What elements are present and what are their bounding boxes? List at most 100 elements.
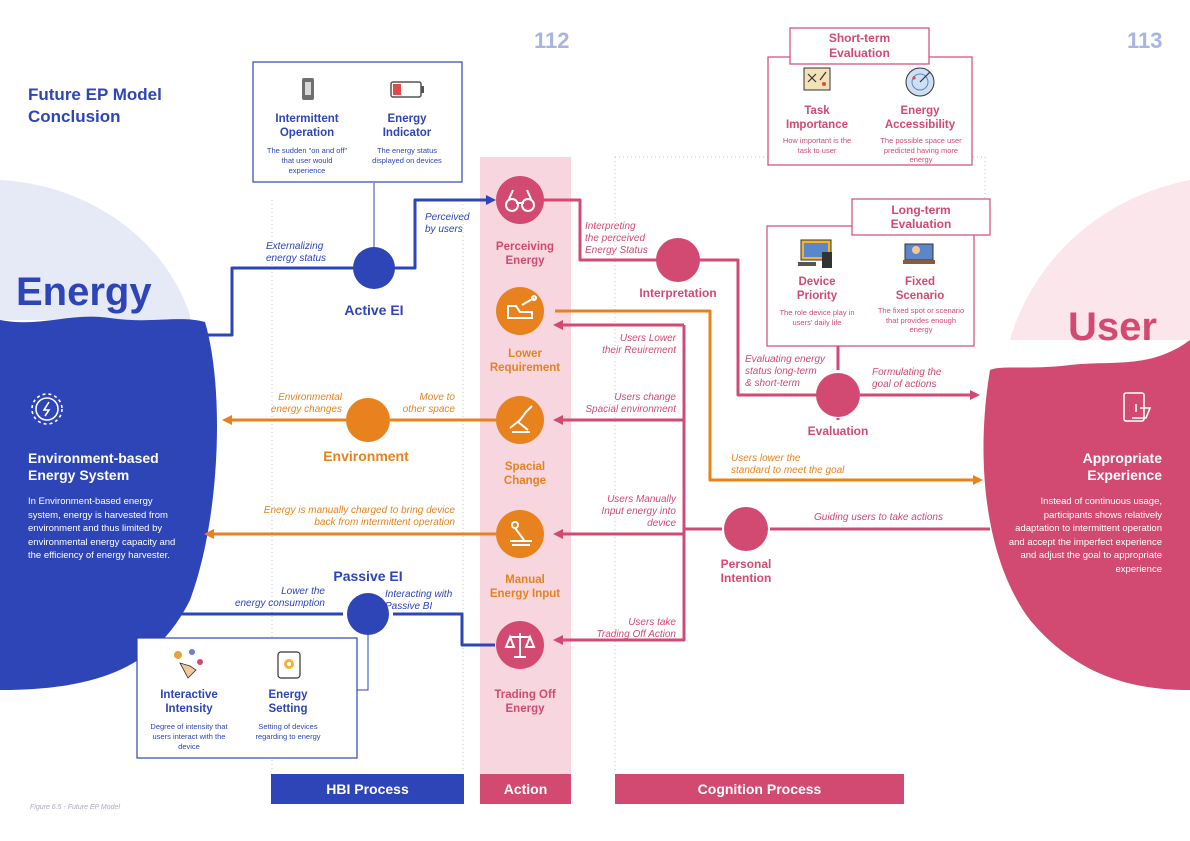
label-users-change: Users change Spacial environment [585, 392, 676, 415]
dotted-guides [271, 156, 986, 770]
evaluation-node [816, 373, 860, 417]
energy-big-label: Energy [16, 270, 152, 314]
short-term-title: Short-term Evaluation [828, 31, 891, 60]
long-term-item-desc: The fixed spot or scenario that provides… [877, 306, 965, 334]
interpretation-label: Interpretation [639, 286, 717, 300]
energy-dark-shape [0, 316, 217, 690]
action-label-trading: Trading Off Energy [494, 689, 556, 715]
orange-connectors [210, 309, 975, 536]
long-term-title-box [851, 198, 991, 236]
long-term-item-title: Fixed Scenario [895, 276, 945, 302]
passive-item-desc: Degree of intensity that users interact … [150, 722, 228, 751]
arrow-head [553, 635, 563, 645]
hbi-bar [271, 774, 464, 804]
short-term-item-title: Energy Accessibility [884, 105, 956, 131]
tablet-touch-icon [1123, 392, 1152, 422]
label-lower-consumption: Lower the energy consumption [234, 586, 325, 609]
radar-icon [905, 67, 935, 97]
arrow-head [204, 529, 214, 539]
passive-item-desc: Setting of devices regarding to energy [255, 722, 321, 741]
gear-energy-icon [31, 393, 63, 425]
low-battery-icon [390, 81, 424, 98]
blue-connectors [155, 198, 495, 647]
touch-dots-icon [174, 649, 203, 679]
action-circle-perceiving [496, 176, 544, 224]
phone-settings-icon [277, 651, 301, 679]
active-item-desc: The energy status displayed on devices [372, 146, 442, 165]
page-title: Future EP Model Conclusion [28, 85, 162, 126]
arrow-head [973, 475, 983, 485]
short-term-box [767, 56, 973, 166]
passive-ei-node [347, 593, 389, 635]
page-number-left: 112 [534, 28, 570, 53]
arrow-head [222, 415, 232, 425]
devices-icon [798, 239, 832, 268]
label-move: Move to other space [402, 392, 455, 415]
workspace-icon [903, 243, 935, 264]
label-interacting: Interacting with Passive BI [385, 589, 453, 612]
short-term-item-title: Task Importance [786, 105, 848, 131]
passive-ei-label: Passive EI [333, 568, 403, 584]
action-column-band [480, 157, 571, 775]
arrow-head [150, 609, 160, 619]
label-users-trading: Users take Trading Off Action [596, 617, 676, 640]
label-evaluating: Evaluating energy status long-term & sho… [745, 354, 826, 389]
active-ei-label: Active EI [344, 302, 404, 318]
pink-connectors [540, 198, 990, 642]
energy-body: In Environment-based energy system, ener… [28, 496, 176, 561]
label-env-changes: Environmental energy changes [270, 392, 342, 415]
label-interpreting: Interpreting the perceived Energy Status [585, 221, 648, 256]
action-label-perceiving: Perceiving Energy [495, 241, 555, 267]
scale-icon [504, 633, 536, 658]
action-label-lower: Lower Requirement [489, 348, 561, 374]
label-perceived: Perceived by users [425, 212, 470, 235]
personal-intention-node [724, 507, 768, 551]
label-users-lower-req: Users Lower their Reuirement [602, 333, 676, 356]
cognition-bar [615, 774, 904, 804]
hand-lower-icon [507, 295, 537, 319]
environment-label: Environment [323, 448, 409, 464]
arrow-head [553, 320, 563, 330]
action-bar [480, 774, 571, 804]
action-label-spacial: Spacial Change [503, 461, 547, 487]
footer-action: Action [503, 781, 548, 797]
user-body: Instead of continuous usage, participant… [1008, 496, 1162, 575]
label-users-manually: Users Manually Input energy into device [601, 494, 677, 529]
footer-cognition: Cognition Process [697, 781, 822, 797]
walking-icon [509, 405, 533, 433]
active-item-title: Energy Indicator [382, 113, 432, 139]
long-term-item-desc: The role device play in users' daily lif… [779, 308, 855, 327]
evaluation-label: Evaluation [807, 424, 869, 438]
energy-light-shape [0, 180, 190, 320]
arrow-head [486, 195, 496, 205]
page-number-right: 113 [1127, 28, 1163, 53]
arrow-head [553, 529, 563, 539]
interpretation-node [656, 238, 700, 282]
label-manual-charge: Energy is manually charged to bring devi… [263, 505, 455, 528]
user-dark-shape [983, 340, 1190, 690]
active-item-title: Intermittent Operation [275, 113, 339, 139]
phone-off-icon [302, 78, 314, 100]
personal-intention-label: Personal Intention [720, 557, 772, 585]
user-light-shape [1010, 180, 1190, 340]
short-term-title-box [789, 27, 930, 65]
long-term-title: Long-term Evaluation [890, 203, 952, 231]
strategy-board-icon [803, 67, 831, 91]
environment-node [346, 398, 390, 442]
short-term-item-desc: The possible space user predicted having… [880, 136, 962, 164]
connector-passive-box [357, 634, 369, 691]
user-big-label: User [1068, 305, 1157, 349]
user-heading: Appropriate Experience [1082, 450, 1162, 483]
long-term-item-title: Device Priority [796, 276, 838, 302]
label-formulating: Formulating the goal of actions [872, 367, 942, 390]
short-term-item-desc: How important is the task to user [782, 136, 852, 155]
passive-item-title: Interactive Intensity [160, 689, 218, 715]
passive-item-title: Energy Setting [268, 689, 308, 715]
arrow-head [553, 415, 563, 425]
energy-heading: Environment-based Energy System [28, 450, 159, 483]
active-ei-node [353, 247, 395, 289]
label-guiding: Guiding users to take actions [814, 512, 943, 523]
passive-ei-box [136, 637, 358, 759]
arrow-head [970, 390, 980, 400]
